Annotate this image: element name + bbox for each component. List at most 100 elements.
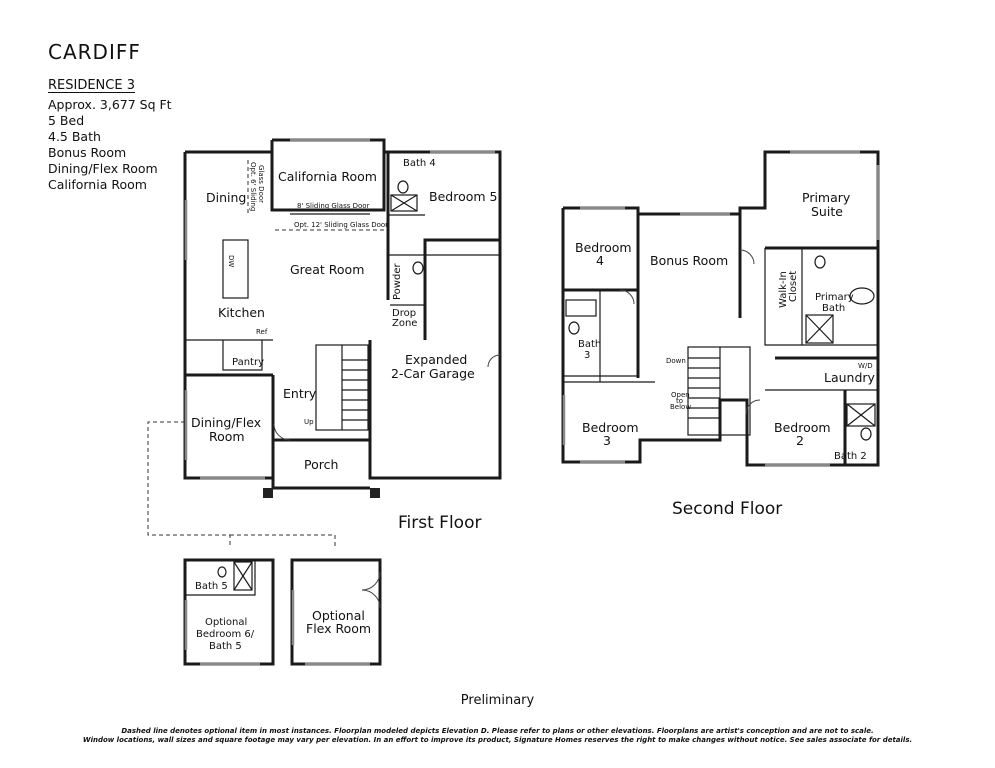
porch-post [263,488,273,498]
shower-x [233,561,253,591]
bedroom5-label: Bedroom 5 [429,189,497,204]
dining-flex-label: Dining/Flex [191,415,261,430]
drop-zone-label: Drop [392,308,416,319]
garage-label: Expanded [405,352,467,367]
spec-item: 5 Bed [48,113,85,128]
tub-icon [849,287,875,305]
spec-item: Approx. 3,677 Sq Ft [48,97,172,112]
open-below-label: Open [671,391,690,399]
shower-x [805,314,834,344]
disclaimer-line: Dashed line denotes optional item in mos… [121,727,874,735]
primary-suite-label: Suite [811,204,843,219]
door-swing [745,399,761,415]
ref-label: Ref [256,328,268,336]
walk-in-closet-label: Walk-In [778,271,789,308]
primary-suite-label: Primary [802,190,851,205]
stairs-first [315,344,369,431]
bonus-room-label: Bonus Room [650,253,728,268]
shower [805,314,834,344]
toilet-icon [568,321,580,335]
walk-in-closet-label: Closet [788,271,799,302]
optional-leader [147,421,231,548]
shower-x [390,194,418,212]
optional-leader [230,534,336,548]
door-swing [487,354,501,368]
stairs-up-label: Up [304,418,314,426]
preliminary-note: Preliminary [460,693,535,708]
bath3-label: Bath [578,339,601,350]
optional-bedroom-label: Bath 5 [209,641,242,652]
spec-item: 4.5 Bath [48,129,101,144]
residence-subtitle: RESIDENCE 3 [48,78,135,93]
california-room-label: California Room [278,169,377,184]
wall [185,560,256,596]
pantry-wall [222,340,263,371]
door-swing [739,249,755,265]
plan-title: CARDIFF [48,40,141,64]
optional-bedroom-label: Bedroom 6/ [196,629,255,640]
wall [390,304,426,340]
spec-list: Approx. 3,677 Sq Ft 5 Bed 4.5 Bath Bonus… [48,97,172,193]
pantry-label: Pantry [232,357,264,368]
shower [390,194,418,212]
spec-item: Bonus Room [48,145,127,160]
dining-flex-label: Room [209,429,245,444]
bedroom2-label: Bedroom [774,420,831,435]
bath3-label: 3 [584,350,590,361]
toilet-icon [397,180,409,194]
toilet-icon [217,566,227,578]
porch-post [370,488,380,498]
bedroom4-label: 4 [596,253,604,268]
shower-x [846,403,876,427]
entry-label: Entry [283,386,317,401]
door-swing [361,571,381,609]
primary-bath-label: Primary [815,292,854,303]
garage-label: 2-Car Garage [391,366,475,381]
opt-slider-label: Opt. 6' Sliding [249,162,257,211]
bath2-label: Bath 2 [834,451,867,462]
stairs-second [687,346,751,436]
optional-bedroom-label: Optional [205,617,247,628]
dishwasher-label: DW [227,255,235,267]
wall [185,438,370,480]
toilet-icon [814,255,826,269]
bedroom3-label: 3 [603,433,611,448]
great-room-label: Great Room [290,262,364,277]
toilet-icon [860,427,872,441]
bedroom3-label: Bedroom [582,420,639,435]
garage-wall [368,240,502,480]
toilet-icon [412,261,424,275]
bedroom4-label: Bedroom [575,240,632,255]
open-below-label: to [676,397,683,405]
door-swing [619,289,635,305]
bathtub [565,299,597,317]
kitchen-island [222,239,249,299]
sliding-door-label: 8' Sliding Glass Door [297,202,370,210]
primary-bath-label: Bath [822,303,845,314]
optional-flex-label: Optional [312,608,365,623]
kitchen-label: Kitchen [218,305,265,320]
sliding-door-label: Opt. 12' Sliding Glass Door [294,221,388,229]
disclaimer-line: Window locations, wall sizes and square … [82,736,913,744]
dining-label: Dining [206,190,246,205]
bath4-label: Bath 4 [403,158,436,169]
open-below-label: Below [670,403,691,411]
bedroom2-label: 2 [796,433,804,448]
porch-label: Porch [304,457,338,472]
door-swing [273,423,291,441]
stairs-down-label: Down [666,357,686,365]
wall [764,248,878,346]
first-floor-plan: Dining Opt. 6' Sliding Glass Door Califo… [147,138,502,548]
opt-slider-label: Glass Door [257,165,265,203]
optional-flex-label: Flex Room [306,621,371,636]
optional-rooms: Bath 5 Optional Bedroom 6/ Bath 5 Option… [183,558,382,666]
drop-zone-label: Zone [392,318,417,329]
powder-label: Powder [392,263,403,300]
shower [846,403,876,427]
spec-item: Dining/Flex Room [48,161,158,176]
laundry-label: Laundry [824,370,876,385]
first-floor-caption: First Floor [398,513,481,533]
shower [233,561,253,591]
washer-dryer-label: W/D [858,362,873,370]
